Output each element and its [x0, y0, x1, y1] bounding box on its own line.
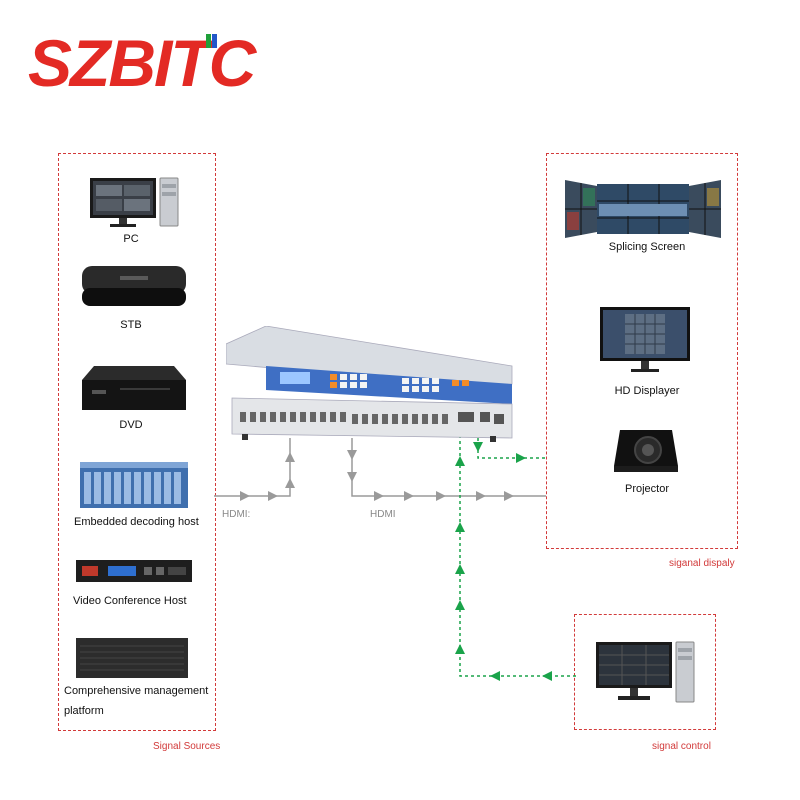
signal-sources-panel	[58, 153, 216, 731]
pc-icon	[90, 177, 179, 227]
svg-text:SZBITC: SZBITC	[28, 28, 258, 94]
conference-host-label: Video Conference Host	[73, 595, 187, 607]
hdmi-output-label: HDMI	[370, 509, 396, 520]
dvd-icon	[82, 366, 186, 410]
management-platform-label: Comprehensive management	[64, 685, 209, 697]
signal-sources-title: Signal Sources	[153, 741, 221, 752]
matrix-switcher-icon	[226, 326, 513, 442]
szbitc-logo: SZBITC	[28, 28, 260, 94]
stb-label: STB	[120, 319, 142, 331]
signal-display-panel	[546, 153, 738, 549]
control-line	[459, 432, 576, 677]
stb-icon	[82, 266, 186, 306]
splicing-screen-icon	[565, 180, 721, 238]
decoding-host-icon	[80, 462, 188, 508]
projector-icon	[614, 430, 678, 472]
signal-display-title: siganal dispaly	[669, 558, 735, 569]
dvd-label: DVD	[119, 419, 143, 431]
signal-control-panel	[574, 614, 716, 730]
hdmi-input-label: HDMI:	[222, 509, 251, 520]
decoding-host-label: Embedded decoding host	[74, 516, 199, 528]
hd-displayer-label: HD Displayer	[614, 385, 680, 397]
splicing-screen-label: Splicing Screen	[608, 241, 686, 253]
projector-label: Projector	[624, 483, 670, 495]
control-pc-icon	[596, 641, 695, 703]
management-platform-label-2: platform	[64, 705, 104, 717]
conference-host-icon	[76, 560, 192, 582]
management-platform-icon	[76, 638, 188, 678]
signal-control-title: signal control	[652, 741, 711, 752]
pc-label: PC	[123, 233, 139, 245]
hd-displayer-icon	[600, 307, 690, 372]
